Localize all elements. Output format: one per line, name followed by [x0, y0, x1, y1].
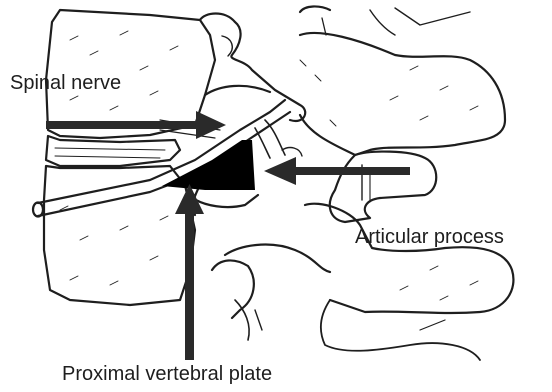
upper-posterior-elements [200, 14, 305, 122]
intervertebral-disc [46, 136, 180, 166]
articular-process-label: Articular process [355, 227, 504, 247]
vertebral-plate-arrow-shaft [185, 210, 194, 360]
spinal-nerve-label: Spinal nerve [10, 73, 121, 93]
lower-posterior-elements [225, 245, 330, 272]
nerve-end [33, 203, 43, 217]
articular-process-arrow-head [264, 157, 296, 185]
proximal-vertebral-plate-fill [162, 140, 255, 190]
articular-process-arrow-shaft [292, 167, 410, 175]
upper-lamina [300, 33, 505, 155]
spinal-nerve-arrow-head [196, 111, 226, 139]
proximal-vertebral-plate-label: Proximal vertebral plate [62, 364, 272, 384]
spinal-nerve-arrow-shaft [46, 121, 204, 129]
